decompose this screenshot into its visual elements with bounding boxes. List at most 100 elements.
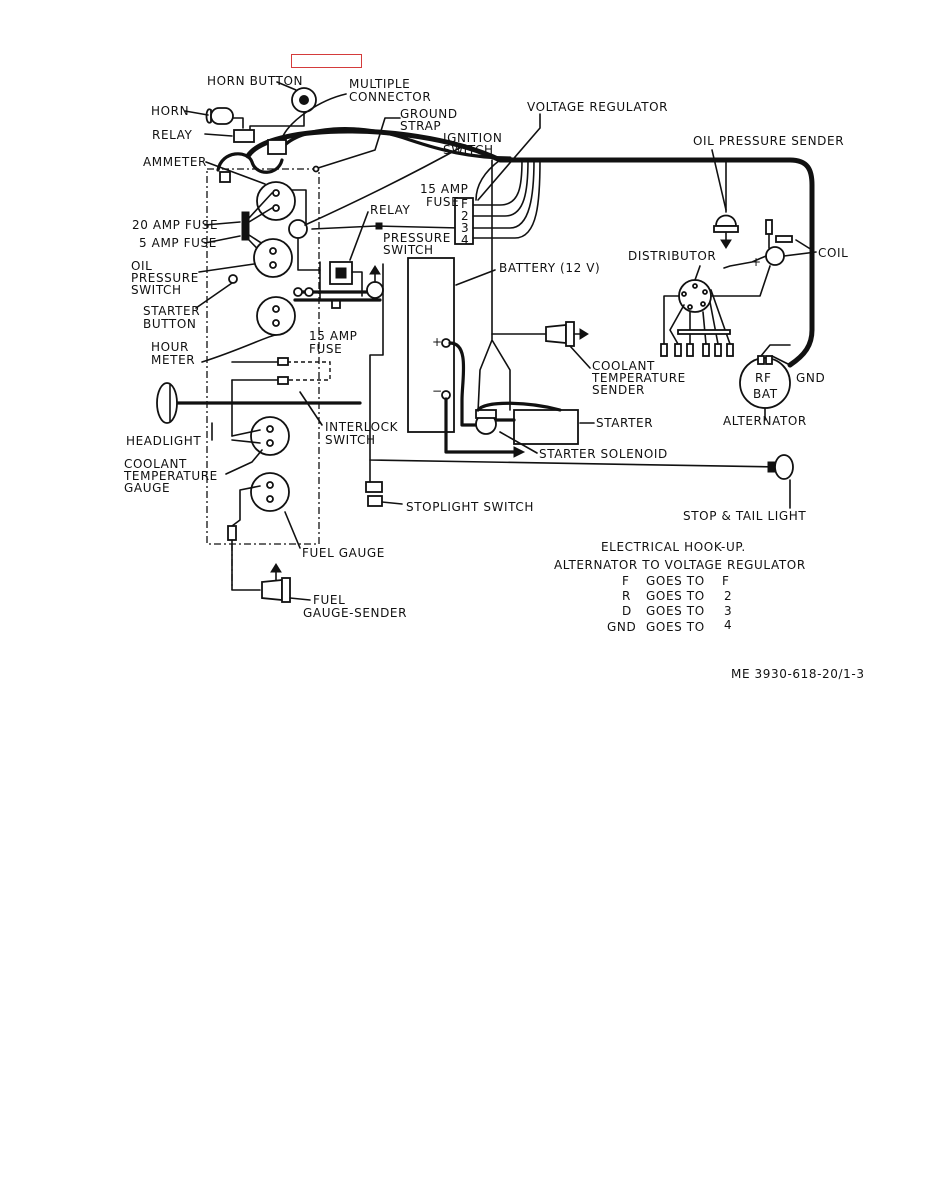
battery-harness — [477, 159, 511, 413]
coolant-sender-label: COOLANT — [592, 359, 655, 373]
fuse-wires — [248, 192, 273, 265]
distributor-plus-label: + — [751, 255, 762, 269]
pressure-switch-icon — [366, 281, 384, 299]
alternator-gnd-label: GND — [796, 371, 825, 385]
starter-solenoid-icon — [475, 409, 497, 435]
stoplight-leader — [381, 501, 403, 505]
coolant-sender-label-3: SENDER — [592, 383, 645, 397]
horn-button-wire — [249, 111, 305, 135]
ignition-wire — [297, 237, 321, 271]
coolant-gauge-leader — [225, 449, 263, 475]
fuse-15-top-label-2: FUSE — [426, 195, 459, 209]
reg-terminal-4: 4 — [461, 233, 469, 247]
oil-pressure-switch-label-3: SWITCH — [131, 283, 182, 297]
starter-button-gauge — [256, 296, 296, 336]
relay-left-label: RELAY — [152, 128, 193, 142]
battery-ground-cable — [444, 397, 522, 454]
relay-leader — [204, 133, 233, 137]
voltage-regulator-leader — [477, 113, 541, 201]
hookup-row-to: 3 — [724, 604, 732, 618]
starter-solenoid-leader — [499, 431, 538, 454]
coolant-gauge-label-2: TEMPERATURE — [123, 469, 218, 483]
horn-button-label: HORN BUTTON — [207, 74, 303, 88]
ignition-switch-leader — [304, 144, 466, 226]
ground-strap-label-2: STRAP — [400, 119, 441, 133]
horn-leader — [184, 110, 209, 116]
distributor-label: DISTRIBUTOR — [628, 249, 716, 263]
coolant-temperature-sender-icon — [545, 321, 575, 347]
hour-meter-leader — [201, 334, 277, 363]
starter-label: STARTER — [596, 416, 653, 430]
coolant-temperature-gauge — [250, 416, 290, 456]
pressure-switch-arrow — [369, 265, 381, 275]
horn-button-leader — [276, 81, 297, 91]
horn-icon — [205, 107, 234, 125]
ignition-switch-label: IGNITION — [443, 131, 502, 145]
voltage-regulator-icon — [454, 197, 474, 245]
fuel-gauge-sender-icon — [261, 577, 291, 603]
distributor-coil-wire — [710, 265, 771, 297]
stop-tail-light-icon — [767, 454, 794, 480]
ammeter-label: AMMETER — [143, 155, 207, 169]
headlight-label: HEADLIGHT — [126, 434, 201, 448]
oil-pressure-sender-leader — [711, 149, 727, 211]
stoplight-circuit-wire — [369, 263, 781, 468]
spark-plug-wires — [663, 289, 731, 345]
figure-number: ME 3930-618-20/1-3 — [731, 667, 865, 681]
hour-meter-label-2: METER — [151, 353, 195, 367]
fuel-sender-label: FUEL — [313, 593, 345, 607]
hookup-row-goes: GOES TO — [646, 589, 705, 603]
interlock-leader — [299, 391, 323, 426]
ammeter-connector — [219, 171, 231, 183]
fuse-5-leader — [204, 235, 241, 244]
pressure-switch-label-2: SWITCH — [383, 243, 434, 257]
alternator-rf-label: RF — [755, 371, 771, 385]
hookup-subtitle: ALTERNATOR TO VOLTAGE REGULATOR — [554, 558, 806, 572]
stoplight-switch-icon — [365, 481, 383, 507]
fuse-5-label: 5 AMP FUSE — [139, 236, 217, 250]
oil-pressure-sender-icon — [713, 214, 739, 233]
starter-button-label-2: BUTTON — [143, 317, 197, 331]
ground-strap-terminal — [312, 165, 320, 173]
hookup-table: ELECTRICAL HOOK-UP. ALTERNATOR TO VOLTAG… — [554, 540, 806, 634]
starter-cable — [476, 401, 562, 422]
fuel-sender-leader — [289, 597, 311, 601]
battery-label: BATTERY (12 V) — [499, 261, 600, 275]
multiple-connector-icon — [267, 139, 287, 155]
hour-meter-wires — [231, 361, 281, 381]
hookup-row-to: 2 — [724, 589, 732, 603]
starter-motor-icon — [513, 409, 579, 445]
battery-positive-cable — [448, 341, 480, 427]
alternator-wires — [760, 344, 791, 366]
oil-pressure-switch-leader — [198, 263, 255, 273]
distributor-leader — [694, 265, 701, 281]
harness-upper — [280, 127, 512, 160]
fuse-20-label: 20 AMP FUSE — [132, 218, 218, 232]
horn-button-icon — [291, 87, 317, 113]
hour-meter-dashed — [280, 361, 331, 381]
hookup-row-to: F — [722, 574, 730, 588]
stop-tail-light-label: STOP & TAIL LIGHT — [683, 509, 806, 523]
battery-minus-label: − — [432, 384, 443, 398]
relay-mid-leader — [349, 211, 369, 261]
starter-button-contact — [228, 274, 238, 284]
hookup-row-goes: GOES TO — [646, 574, 705, 588]
fuel-sender-wire — [231, 539, 261, 591]
highlight-box — [291, 54, 362, 68]
horn-relay-icon — [233, 129, 255, 143]
regulator-wires — [472, 159, 541, 239]
fuel-gauge-label: FUEL GAUGE — [302, 546, 385, 560]
starter-solenoid-label: STARTER SOLENOID — [539, 447, 668, 461]
hookup-row-from: F — [622, 574, 630, 588]
multiple-connector-label-2: CONNECTOR — [349, 90, 431, 104]
spark-plug-connectors — [660, 343, 734, 357]
interlock-switch-label-2: SWITCH — [325, 433, 376, 447]
fuse-15-top-wire — [311, 225, 461, 230]
oil-pressure-switch-label-2: PRESSURE — [131, 271, 199, 285]
hookup-row-to: 4 — [724, 618, 732, 632]
starter-button-leader — [195, 282, 233, 309]
coil-leader — [795, 239, 813, 251]
ignition-switch-label-2: SWITCH — [443, 143, 494, 157]
